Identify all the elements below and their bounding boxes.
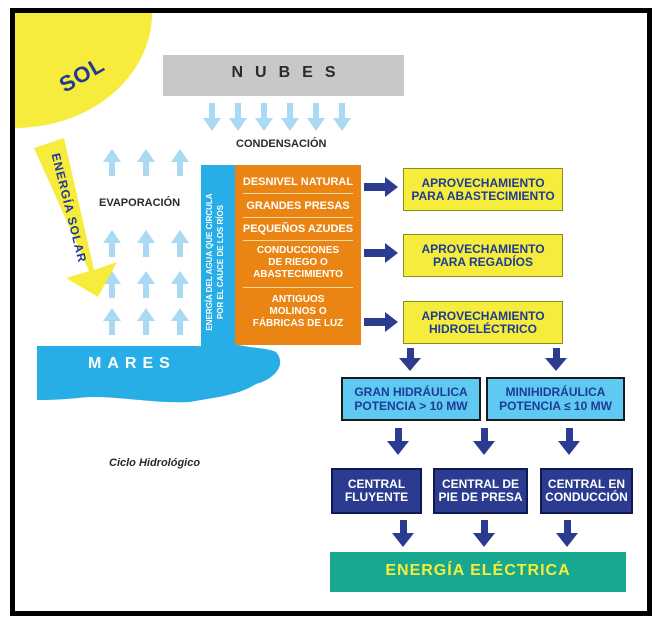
orange-item-conducciones: CONDUCCIONES DE RIEGO O ABASTECIMIENTO	[253, 245, 343, 280]
river-strip	[201, 165, 236, 350]
sun-shape	[15, 13, 152, 128]
electric-energy-label: ENERGÍA ELÉCTRICA	[385, 562, 571, 579]
condensation-arrow	[281, 103, 299, 131]
central-fluyente-box: CENTRAL FLUYENTE	[331, 468, 422, 514]
orange-item-desnivel: DESNIVEL NATURAL	[242, 176, 354, 188]
evaporation-arrow	[171, 308, 189, 335]
evaporation-arrow	[171, 149, 189, 176]
use-box-regadios: APROVECHAMIENTO PARA REGADÍOS	[403, 234, 563, 277]
condensation-arrow	[307, 103, 325, 131]
evaporation-arrow	[137, 308, 155, 335]
electric-energy-bar	[330, 552, 626, 592]
flow-arrow	[387, 428, 409, 455]
flow-arrow	[399, 348, 421, 371]
condensation-arrow	[203, 103, 221, 131]
evaporation-arrow	[171, 230, 189, 257]
evaporation-arrow	[103, 308, 121, 335]
orange-separator	[243, 240, 353, 241]
flow-arrow	[556, 520, 578, 547]
flow-arrow	[473, 520, 495, 547]
orange-item-molinos: ANTIGUOS MOLINOS O FÁBRICAS DE LUZ	[252, 294, 344, 329]
orange-item-azudes: PEQUEÑOS AZUDES	[242, 223, 354, 235]
orange-separator	[243, 287, 353, 288]
river-label-line1: ENERGÍA DEL AGUA QUE CIRCULA	[205, 193, 214, 331]
use-box-abastecimiento: APROVECHAMIENTO PARA ABASTECIMIENTO	[403, 168, 563, 211]
river-label-line2: POR EL CAUCE DE LOS RÍOS	[216, 204, 225, 320]
use-arrow	[364, 243, 398, 263]
evaporation-arrows	[103, 149, 189, 335]
condensation-arrows	[203, 103, 351, 131]
condensation-arrow	[229, 103, 247, 131]
evaporation-arrow	[137, 271, 155, 298]
clouds-bar	[163, 55, 404, 96]
flow-arrows	[387, 348, 580, 547]
evaporation-label: EVAPORACIÓN	[99, 197, 181, 209]
orange-separator	[243, 193, 353, 194]
orange-item-presas: GRANDES PRESAS	[246, 200, 350, 212]
condensation-label: CONDENSACIÓN	[236, 138, 327, 150]
central-conduccion-box: CENTRAL EN CONDUCCIÓN	[540, 468, 633, 514]
flow-arrow	[545, 348, 567, 371]
gran-hidraulica-box: GRAN HIDRÁULICA POTENCIA > 10 MW	[341, 377, 481, 421]
evaporation-arrow	[137, 149, 155, 176]
use-arrow	[364, 312, 398, 332]
condensation-arrow	[333, 103, 351, 131]
evaporation-arrow	[103, 230, 121, 257]
clouds-label: NUBES	[231, 64, 348, 81]
solar-energy-arrow	[34, 138, 117, 297]
orange-list: DESNIVEL NATURAL GRANDES PRESAS PEQUEÑOS…	[235, 165, 361, 345]
orange-separator	[243, 217, 353, 218]
evaporation-arrow	[137, 230, 155, 257]
central-pie-presa-box: CENTRAL DE PIE DE PRESA	[433, 468, 528, 514]
flow-arrow	[558, 428, 580, 455]
use-arrow	[364, 177, 398, 197]
flow-arrow	[392, 520, 414, 547]
orange-block	[235, 165, 361, 345]
diagram-caption: Ciclo Hidrológico	[109, 457, 201, 469]
river-label: ENERGÍA DEL AGUA QUE CIRCULA POR EL CAUC…	[204, 162, 232, 362]
condensation-arrow	[255, 103, 273, 131]
evaporation-arrow	[103, 149, 121, 176]
use-box-hidroelectrico: APROVECHAMIENTO HIDROELÉCTRICO	[403, 301, 563, 344]
evaporation-arrow	[171, 271, 189, 298]
minihidraulica-box: MINIHIDRÁULICA POTENCIA ≤ 10 MW	[486, 377, 625, 421]
sea-label: MARES	[88, 355, 176, 372]
use-arrows	[364, 177, 398, 332]
flow-arrow	[473, 428, 495, 455]
